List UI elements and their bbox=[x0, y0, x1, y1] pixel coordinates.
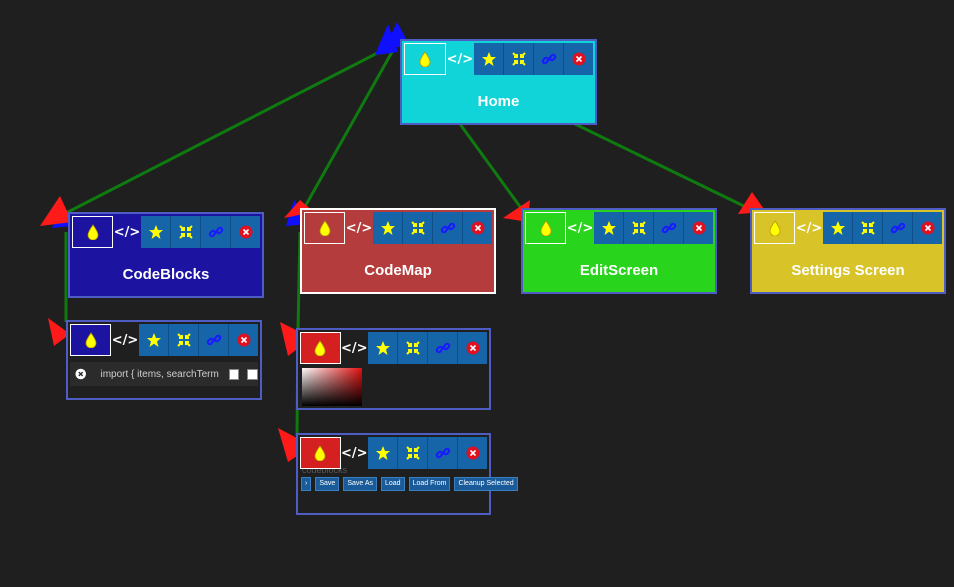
delete-icon[interactable] bbox=[458, 332, 487, 364]
load-button[interactable]: Load bbox=[381, 477, 405, 491]
node-codeblocks-detail[interactable]: </> import { items, searchTerm bbox=[66, 320, 262, 400]
collapse-icon[interactable] bbox=[624, 212, 654, 244]
search-input[interactable]: import { items, searchTerm bbox=[100, 368, 219, 380]
edge-codemap-color bbox=[296, 231, 302, 331]
action-button-row: › Save Save As Load Load From Cleanup Se… bbox=[301, 477, 518, 491]
option-checkbox-2[interactable] bbox=[247, 368, 258, 380]
star-icon[interactable] bbox=[373, 212, 403, 244]
star-icon[interactable] bbox=[474, 43, 504, 75]
node-title: EditScreen bbox=[579, 262, 659, 279]
edge-home-codeblocks bbox=[65, 42, 396, 215]
node-toolbar: </> bbox=[404, 43, 593, 75]
arrow-codemap-actions-target bbox=[278, 428, 312, 462]
node-codeblocks[interactable]: </> CodeBlocks bbox=[68, 212, 264, 298]
collapse-icon[interactable] bbox=[504, 43, 534, 75]
node-title: Home bbox=[477, 93, 520, 110]
node-home[interactable]: </> Home bbox=[400, 39, 597, 125]
node-title: CodeMap bbox=[364, 262, 432, 279]
delete-icon[interactable] bbox=[229, 324, 258, 356]
node-toolbar: </> bbox=[300, 437, 487, 469]
code-icon[interactable]: </> bbox=[340, 340, 368, 356]
delete-icon[interactable] bbox=[458, 437, 487, 469]
star-icon[interactable] bbox=[368, 437, 398, 469]
code-icon[interactable]: </> bbox=[446, 51, 474, 67]
color-picker-saturation[interactable] bbox=[302, 368, 362, 406]
node-settings-screen[interactable]: </> Settings Screen bbox=[750, 208, 946, 294]
code-icon[interactable]: </> bbox=[345, 220, 373, 236]
clear-icon[interactable] bbox=[75, 368, 86, 380]
collapse-icon[interactable] bbox=[171, 216, 201, 248]
color-drop-icon[interactable] bbox=[300, 332, 341, 364]
node-toolbar: </> bbox=[300, 332, 487, 364]
node-codemap-color[interactable]: </> bbox=[296, 328, 491, 410]
collapse-icon[interactable] bbox=[398, 437, 428, 469]
code-icon[interactable]: </> bbox=[111, 332, 139, 348]
arrow-codeblocks-target bbox=[40, 196, 72, 226]
star-icon[interactable] bbox=[368, 332, 398, 364]
collapse-icon[interactable] bbox=[169, 324, 199, 356]
node-toolbar: </> bbox=[72, 216, 260, 248]
code-icon[interactable]: </> bbox=[340, 445, 368, 461]
color-drop-icon[interactable] bbox=[72, 216, 114, 248]
color-drop-icon[interactable] bbox=[70, 324, 112, 356]
link-icon[interactable] bbox=[433, 212, 463, 244]
edge-home-editscreen bbox=[458, 123, 523, 209]
color-drop-icon[interactable] bbox=[404, 43, 446, 75]
edge-home-settings bbox=[574, 122, 753, 212]
star-icon[interactable] bbox=[594, 212, 624, 244]
link-icon[interactable] bbox=[199, 324, 229, 356]
color-drop-icon[interactable] bbox=[754, 212, 796, 244]
node-title: CodeBlocks bbox=[122, 266, 210, 283]
node-toolbar: </> bbox=[304, 212, 492, 244]
star-icon[interactable] bbox=[823, 212, 853, 244]
edge-home-codemap bbox=[300, 51, 394, 213]
node-toolbar: </> bbox=[70, 324, 258, 356]
delete-icon[interactable] bbox=[564, 43, 593, 75]
link-icon[interactable] bbox=[428, 332, 458, 364]
color-drop-icon[interactable] bbox=[304, 212, 346, 244]
link-icon[interactable] bbox=[428, 437, 458, 469]
node-codemap-actions[interactable]: codeblocks </> › Save Save As Load Load … bbox=[296, 433, 518, 515]
load-from-button[interactable]: Load From bbox=[408, 477, 451, 491]
node-toolbar: </> bbox=[754, 212, 942, 244]
link-icon[interactable] bbox=[883, 212, 913, 244]
node-codemap[interactable]: </> CodeMap bbox=[300, 208, 496, 294]
cleanup-selected-button[interactable]: Cleanup Selected bbox=[454, 477, 518, 491]
link-icon[interactable] bbox=[654, 212, 684, 244]
code-icon[interactable]: </> bbox=[566, 220, 594, 236]
code-icon[interactable]: </> bbox=[113, 224, 141, 240]
collapse-icon[interactable] bbox=[403, 212, 433, 244]
option-checkbox-1[interactable] bbox=[228, 368, 240, 380]
collapse-icon[interactable] bbox=[398, 332, 428, 364]
arrow-codeblocks-detail-target bbox=[48, 318, 70, 346]
color-drop-icon[interactable] bbox=[525, 212, 567, 244]
ghost-label: codeblocks bbox=[302, 465, 348, 475]
node-toolbar: </> bbox=[525, 212, 713, 244]
collapse-icon[interactable] bbox=[853, 212, 883, 244]
star-icon[interactable] bbox=[141, 216, 171, 248]
link-icon[interactable] bbox=[534, 43, 564, 75]
search-row: import { items, searchTerm bbox=[70, 362, 258, 386]
save-button[interactable]: Save bbox=[315, 477, 340, 491]
expand-chevron-icon[interactable]: › bbox=[301, 477, 312, 491]
node-title: Settings Screen bbox=[791, 262, 905, 279]
delete-icon[interactable] bbox=[913, 212, 942, 244]
delete-icon[interactable] bbox=[463, 212, 492, 244]
star-icon[interactable] bbox=[139, 324, 169, 356]
delete-icon[interactable] bbox=[684, 212, 713, 244]
delete-icon[interactable] bbox=[231, 216, 260, 248]
code-icon[interactable]: </> bbox=[795, 220, 823, 236]
save-as-button[interactable]: Save As bbox=[343, 477, 377, 491]
link-icon[interactable] bbox=[201, 216, 231, 248]
node-editscreen[interactable]: </> EditScreen bbox=[521, 208, 717, 294]
color-drop-icon[interactable] bbox=[300, 437, 341, 469]
